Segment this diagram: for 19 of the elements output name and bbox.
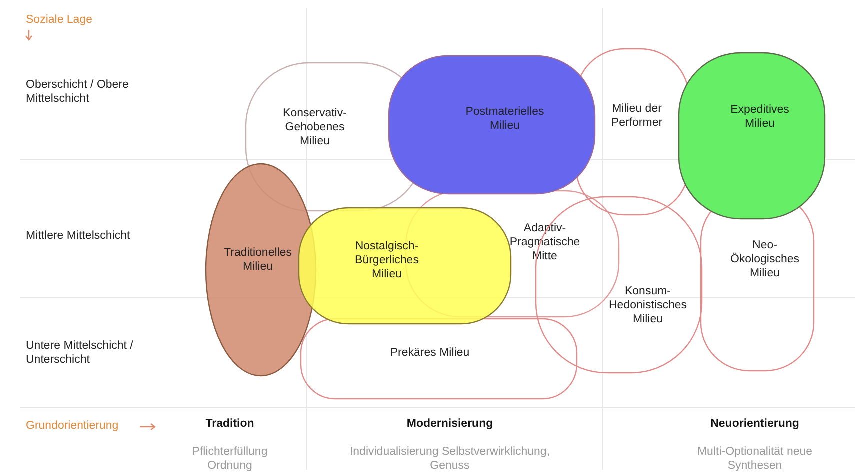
column-description: Pflichterfüllung Ordnung	[191, 446, 269, 474]
milieu-name: Nostalgisch-Bürgerliches Milieu	[354, 240, 420, 282]
milieu-name: Traditionelles Milieu	[223, 247, 293, 275]
axis-title: Grundorientierung	[26, 420, 120, 434]
column-description: Individualisierung Selbstverwirklichung, Genuss	[348, 446, 552, 474]
row-label: Oberschicht / Obere Mittelschicht	[26, 79, 130, 107]
row-label: Untere Mittelschicht / Unterschicht	[26, 340, 134, 368]
column-heading: Tradition	[204, 418, 256, 432]
column-description: Multi-Optionalität neue Synthesen	[696, 446, 814, 474]
milieu-name: Milieu der Performer	[610, 103, 664, 131]
row-label: Mittlere Mittelschicht	[26, 230, 132, 244]
milieu-name: Postmaterielles Milieu	[464, 106, 546, 134]
milieu-name: Prekäres Milieu	[389, 347, 471, 361]
milieu-name: Neo-Ökologisches Milieu	[729, 239, 801, 281]
axis-title: Soziale Lage	[26, 14, 94, 28]
milieu-name: Expeditives Milieu	[730, 104, 790, 132]
column-heading: Modernisierung	[406, 418, 494, 432]
milieu-name: Konservativ-Gehobenes Milieu	[282, 107, 348, 149]
column-heading: Neuorientierung	[710, 418, 800, 432]
